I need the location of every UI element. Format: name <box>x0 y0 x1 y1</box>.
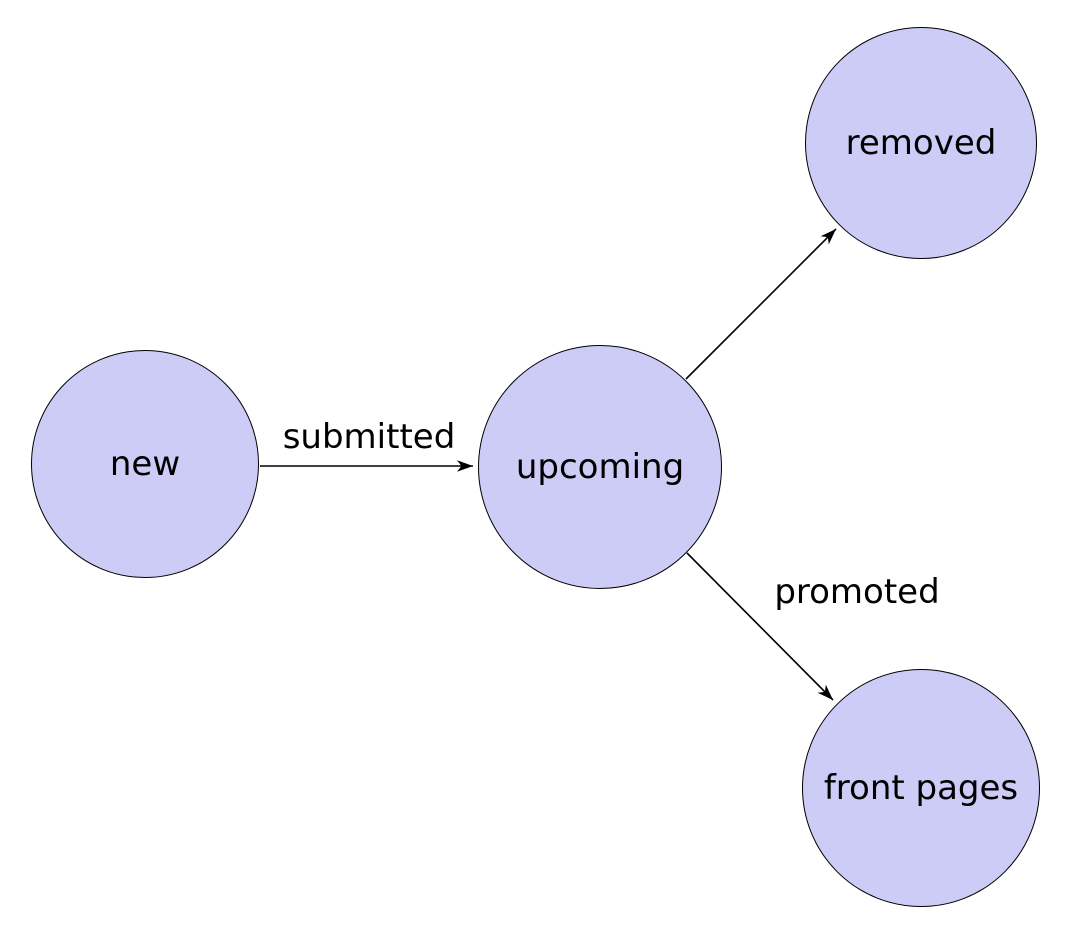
edge-label-promoted: promoted <box>774 572 940 612</box>
edge-label-submitted: submitted <box>282 417 456 457</box>
state-node-upcoming: upcoming <box>478 345 722 589</box>
node-label-upcoming: upcoming <box>515 447 685 487</box>
state-node-new: new <box>31 350 259 578</box>
edge-upcoming-to-front-pages <box>686 552 834 701</box>
node-label-front-pages: front pages <box>823 768 1019 808</box>
node-label-new: new <box>109 444 181 484</box>
node-label-removed: removed <box>845 123 997 163</box>
state-node-front-pages: front pages <box>802 669 1040 907</box>
edge-upcoming-to-removed <box>685 228 837 380</box>
state-node-removed: removed <box>805 27 1037 259</box>
